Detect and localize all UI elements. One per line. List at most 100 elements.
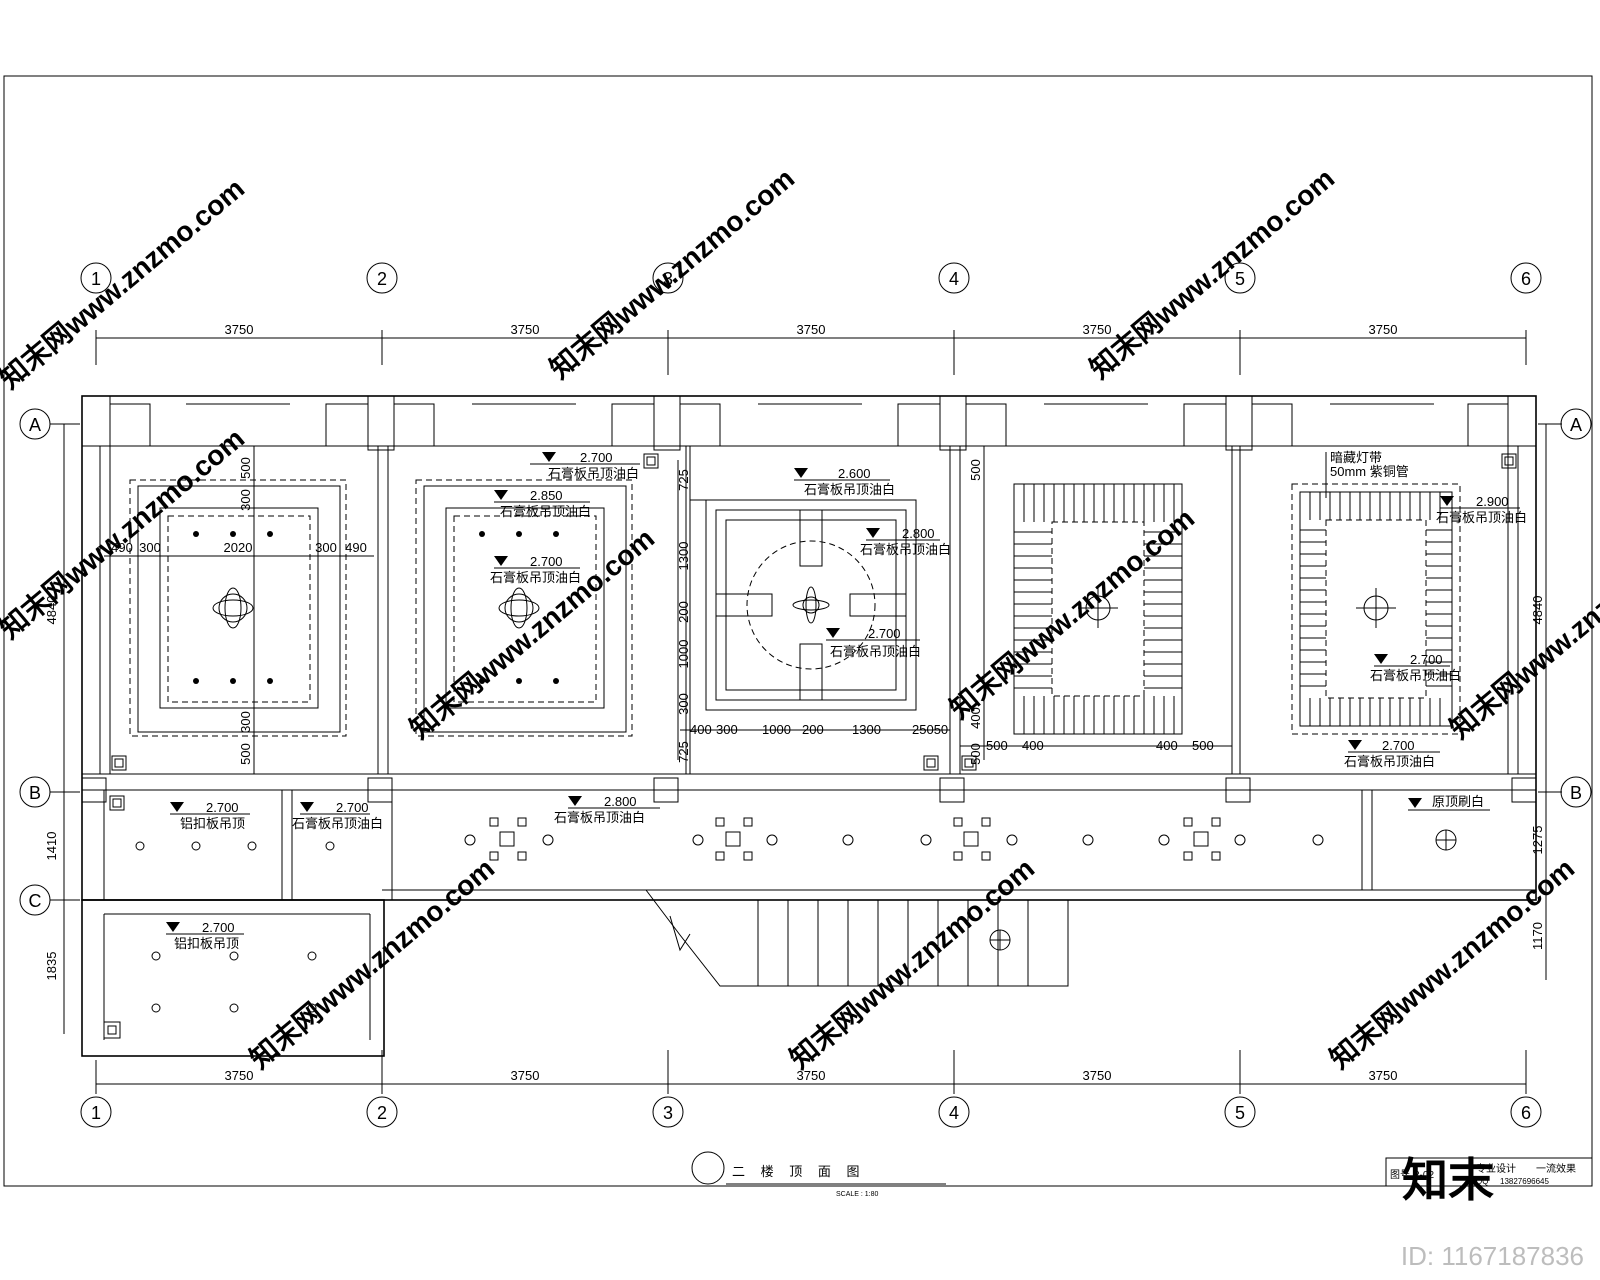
dim-r4-h4: 500: [1192, 738, 1214, 753]
label-small-room: 石膏板吊顶油白: [292, 816, 383, 831]
label-r3-in: 石膏板吊顶油白: [830, 644, 921, 659]
dim-bay-3: 3750: [797, 322, 826, 337]
label-copper-pipe: 50mm 紫铜管: [1330, 464, 1409, 479]
grid-axes-side: A B C A B: [19, 408, 1592, 916]
room-5-ceiling: 暗藏灯带 50mm 紫铜管 2.900 石膏板吊顶油白 2.700 石膏板吊顶油…: [1291, 450, 1527, 769]
tb-pro-design: 专业设计: [1476, 1162, 1516, 1175]
axis-4-bottom: 4: [949, 1103, 959, 1123]
grid-axes-top: 1 2 3 4 5 6: [80, 262, 1542, 294]
level-corridor: 2.800: [604, 794, 637, 809]
room-1-ceiling: 490 300 2020 300 490 500 300 300 500: [104, 446, 374, 774]
dim-bottom-5: 3750: [1369, 1068, 1398, 1083]
axis-3-top: 3: [663, 269, 673, 289]
dim-r3-h1: 400: [690, 722, 712, 737]
tb-drawing-no: 2-02: [1414, 1170, 1434, 1181]
axis-A-right: A: [1570, 415, 1582, 435]
corridor-ceiling: 2.800 石膏板吊顶油白: [464, 794, 1324, 951]
dim-r1-e: 490: [345, 540, 367, 555]
left-dimensions: 4840 1410 1835 4840 1275 1170: [44, 424, 1547, 1034]
label-r2-mid: 石膏板吊顶油白: [500, 504, 591, 519]
scale-text: SCALE : 1:80: [836, 1191, 879, 1198]
level-alu-1: 2.700: [206, 800, 239, 815]
dim-left-ab: 4840: [44, 596, 59, 625]
dim-left-c-end: 1835: [44, 952, 59, 981]
title-text: 二 楼 顶 面 图: [732, 1164, 865, 1179]
dim-bay-5: 3750: [1369, 322, 1398, 337]
dim-r3-v5: 300: [676, 693, 691, 715]
dim-right-b: 1275: [1530, 826, 1545, 855]
label-alu-2: 铝扣板吊顶: [174, 936, 239, 951]
dim-r1-b: 300: [139, 540, 161, 555]
dim-r4-v2: 400: [968, 707, 983, 729]
drawing-title: 二 楼 顶 面 图 SCALE : 1:80: [691, 1151, 946, 1198]
level-r5-top: 2.900: [1476, 494, 1509, 509]
dim-r3-h3: 1000: [762, 722, 791, 737]
dim-right-ab: 4840: [1530, 596, 1545, 625]
tb-phone: 13827696645: [1500, 1177, 1549, 1186]
axis-5-top: 5: [1235, 269, 1245, 289]
dim-bay-1: 3750: [225, 322, 254, 337]
dim-bay-4: 3750: [1083, 322, 1112, 337]
dim-r1-v3: 300: [238, 711, 253, 733]
level-r2-top: 2.700: [580, 450, 613, 465]
building-outline: [81, 395, 1537, 1057]
axis-2-bottom: 2: [377, 1103, 387, 1123]
level-r2-in: 2.700: [530, 554, 563, 569]
axis-A-left: A: [29, 415, 41, 435]
room-2-ceiling: 2.700 石膏板吊顶油白 2.850 石膏板吊顶油白 2.700 石膏板吊顶油…: [415, 450, 659, 737]
level-r5-in: 2.700: [1410, 652, 1443, 667]
label-alu-1: 铝扣板吊顶: [180, 816, 245, 831]
dim-bay-2: 3750: [511, 322, 540, 337]
watermark-6: 知末网www.znzmo.com: [943, 502, 1200, 725]
dim-r1-d: 300: [315, 540, 337, 555]
axis-B-right: B: [1570, 783, 1582, 803]
label-r5-in: 石膏板吊顶油白: [1370, 668, 1461, 683]
level-small-room: 2.700: [336, 800, 369, 815]
label-r2-top: 石膏板吊顶油白: [548, 466, 639, 481]
dim-r3-v6: 725: [676, 741, 691, 763]
label-r3-top: 石膏板吊顶油白: [804, 482, 895, 497]
axis-6-top: 6: [1521, 269, 1531, 289]
dim-bottom-3: 3750: [797, 1068, 826, 1083]
dim-r3-h2: 300: [716, 722, 738, 737]
dim-r4-h2: 400: [1022, 738, 1044, 753]
tb-drawing-no-label: 图号: [1390, 1169, 1410, 1181]
watermark-3: 知末网www.znzmo.com: [1083, 162, 1340, 385]
axis-C-left: C: [29, 891, 42, 911]
label-original-white: 原顶刷白: [1432, 794, 1484, 809]
dim-r1-c: 2020: [224, 540, 253, 555]
dim-r3-h5: 1300: [852, 722, 881, 737]
top-dimension-line: 3750 3750 3750 3750 3750: [95, 322, 1527, 375]
level-r5-bottom: 2.700: [1382, 738, 1415, 753]
dim-r3-v1: 725: [676, 469, 691, 491]
level-r3-right: 2.800: [902, 526, 935, 541]
watermark-2: 知末网www.znzmo.com: [543, 162, 800, 385]
dim-bottom-2: 3750: [511, 1068, 540, 1083]
dim-r4-h1: 500: [986, 738, 1008, 753]
watermark-1: 知末网www.znzmo.com: [0, 172, 250, 395]
axis-2-top: 2: [377, 269, 387, 289]
dim-r4-h3: 400: [1156, 738, 1178, 753]
level-alu-2: 2.700: [202, 920, 235, 935]
axis-1-top: 1: [91, 269, 101, 289]
dim-r3-v4: 1000: [676, 640, 691, 669]
watermark-7: 知末网www.znzmo.com: [1443, 522, 1600, 745]
axis-5-bottom: 5: [1235, 1103, 1245, 1123]
axis-6-bottom: 6: [1521, 1103, 1531, 1123]
logo-watermark: 知末: [1402, 1154, 1494, 1206]
room-4-ceiling: 500 400 500 500 400 400 500: [960, 446, 1232, 771]
dim-bottom-4: 3750: [1083, 1068, 1112, 1083]
dim-bottom-1: 3750: [225, 1068, 254, 1083]
label-hidden-light: 暗藏灯带: [1330, 450, 1382, 465]
axis-4-top: 4: [949, 269, 959, 289]
axis-1-bottom: 1: [91, 1103, 101, 1123]
label-r5-bottom: 石膏板吊顶油白: [1344, 754, 1435, 769]
dim-r3-v2: 1300: [676, 542, 691, 571]
level-r3-top: 2.600: [838, 466, 871, 481]
axis-3-bottom: 3: [663, 1103, 673, 1123]
label-r5-top: 石膏板吊顶油白: [1436, 510, 1527, 525]
label-corridor: 石膏板吊顶油白: [554, 810, 645, 825]
title-block: 图号 2-02 专业设计 一流效果 QQ 13827696645: [1385, 1157, 1593, 1187]
label-r2-in: 石膏板吊顶油白: [490, 570, 581, 585]
